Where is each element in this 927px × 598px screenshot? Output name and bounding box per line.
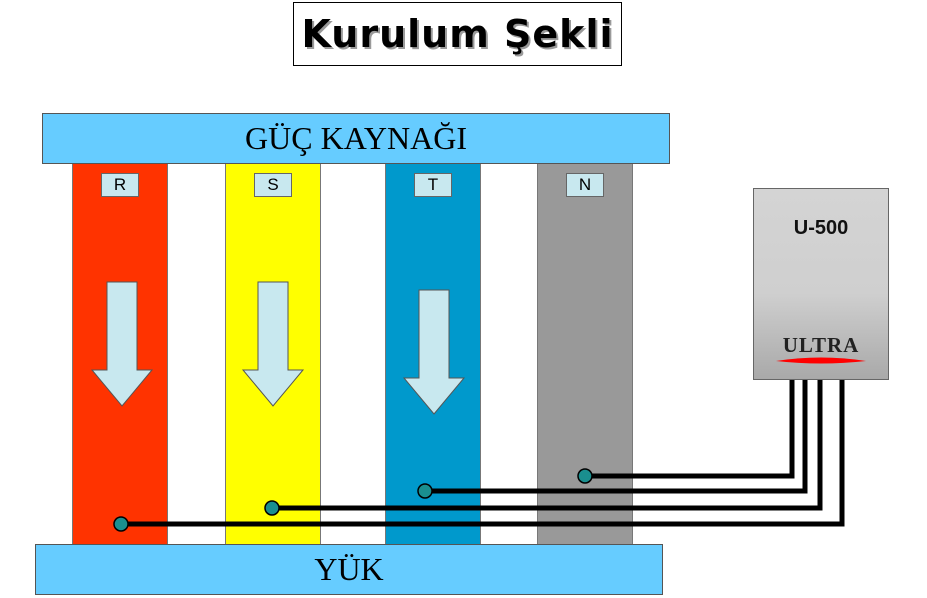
phase-column-r: R	[72, 164, 168, 544]
connector-dot-icon	[113, 516, 129, 532]
connector-dot-icon	[417, 483, 433, 499]
down-arrow-icon	[241, 281, 305, 407]
connector-dot-icon	[264, 500, 280, 516]
wire-s	[272, 380, 823, 511]
phase-label-r: R	[101, 173, 139, 197]
wire-r	[121, 380, 845, 527]
phase-column-s: S	[225, 164, 321, 544]
connector-dot-icon	[577, 468, 593, 484]
load-bar: YÜK	[35, 544, 663, 595]
phase-label-s: S	[254, 173, 292, 197]
title-box: Kurulum Şekli	[293, 2, 622, 66]
diagram-title: Kurulum Şekli	[301, 12, 614, 56]
swoosh-icon	[776, 357, 866, 364]
down-arrow-icon	[90, 281, 154, 407]
phase-label-t: T	[414, 173, 452, 197]
power-source-label: GÜÇ KAYNAĞI	[245, 120, 467, 156]
ultra-device: U-500 ULTRA	[753, 188, 889, 380]
wire-t	[425, 380, 808, 494]
phase-column-t: T	[385, 164, 481, 544]
device-brand: ULTRA	[782, 333, 860, 357]
load-label: YÜK	[314, 551, 384, 587]
power-source-bar: GÜÇ KAYNAĞI	[42, 113, 670, 164]
device-model: U-500	[793, 217, 849, 239]
down-arrow-icon	[402, 289, 466, 415]
wire-n	[585, 380, 795, 479]
phase-label-n: N	[566, 173, 604, 197]
